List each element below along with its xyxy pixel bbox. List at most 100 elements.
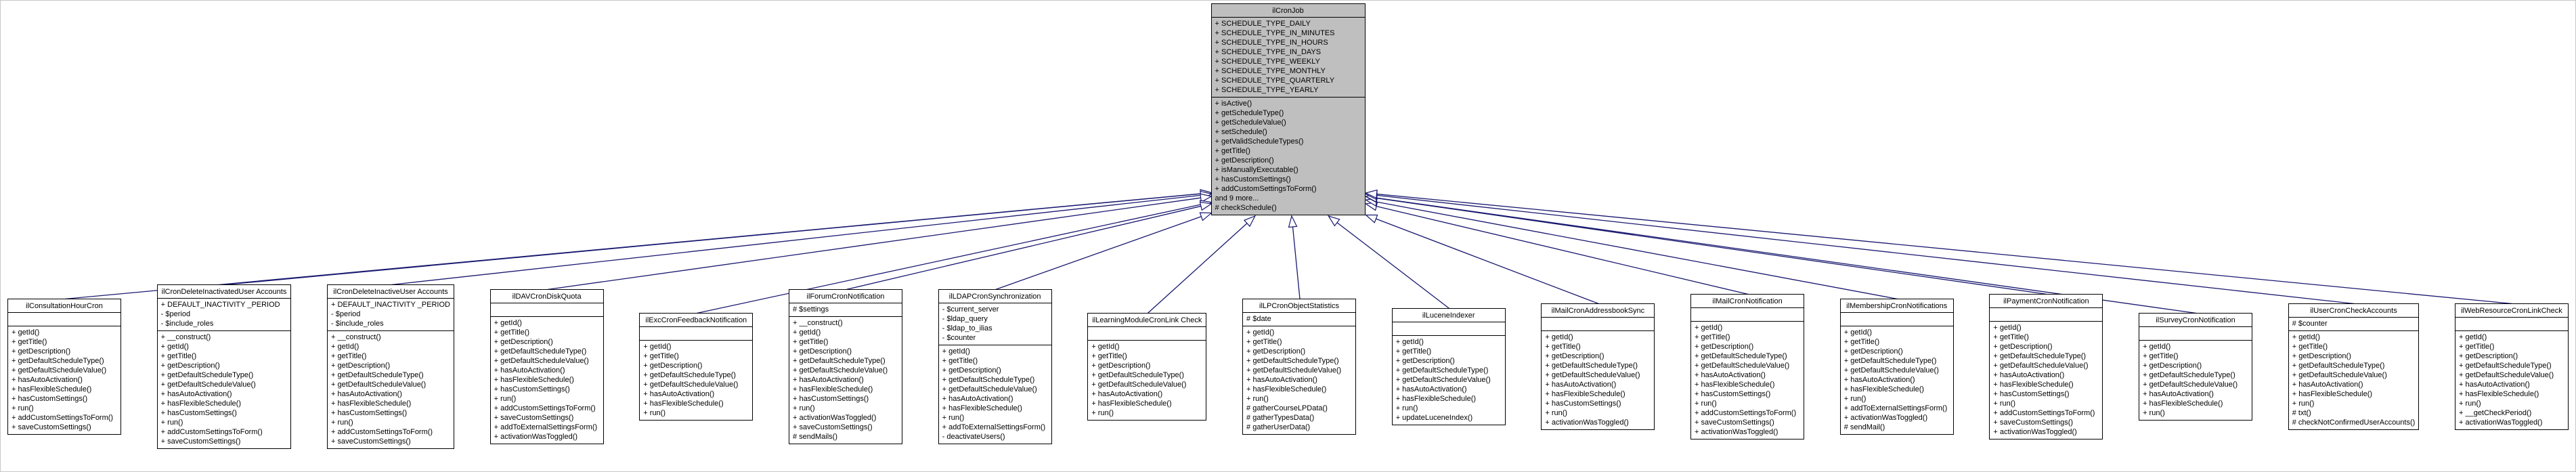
class-title: ilPaymentCronNotification: [1990, 295, 2103, 308]
class-methods-section: + getId()+ getTitle()+ getDescription()+…: [1542, 331, 1654, 429]
class-member: # sendMail(): [1843, 423, 1885, 431]
class-member: - $include_roles: [331, 319, 384, 328]
class-member: + getTitle(): [2458, 342, 2495, 351]
class-member: + hasCustomSettings(): [12, 394, 88, 403]
class-member: + __getCheckPeriod(): [2458, 408, 2532, 417]
class-member: + getDescription(): [331, 361, 391, 370]
class-member: + getDefaultScheduleType(): [1695, 351, 1787, 360]
class-member: + getTitle(): [942, 356, 978, 365]
class-member: + getId(): [1395, 337, 1424, 346]
class-member: + saveCustomSettings(): [160, 437, 241, 446]
derived-class-box: ilMailCronNotification + getId()+ getTit…: [1690, 293, 1805, 439]
class-title: ilMembershipCronNotifications: [1840, 299, 1953, 313]
class-member: + getTitle(): [2143, 351, 2179, 360]
derived-class-box: ilDAVCronDiskQuota + getId()+ getTitle()…: [489, 288, 604, 444]
class-member: + activationWasToggled(): [1843, 413, 1928, 422]
class-member: - $ldap_query: [942, 314, 988, 323]
derived-classes-row: ilConsultationHourCron + getId()+ getTit…: [1, 265, 2575, 468]
class-member: + getDescription(): [1695, 342, 1754, 351]
class-member: + addToExternalSettingsForm(): [942, 423, 1046, 431]
class-member: + run(): [494, 394, 517, 403]
class-member: + getTitle(): [12, 337, 47, 346]
class-member: + getDefaultScheduleType(): [643, 370, 736, 379]
class-member: - $ldap_to_ilias: [942, 324, 992, 332]
class-member: + getDefaultScheduleValue(): [1695, 361, 1790, 370]
class-member: + getDescription(): [1091, 361, 1151, 370]
class-attributes-section: # $settings: [789, 303, 902, 317]
class-member: # sendMails(): [792, 432, 837, 441]
class-methods-section: + getId()+ getTitle()+ getDescription()+…: [2139, 341, 2252, 420]
class-member: + activationWasToggled(): [494, 432, 578, 441]
class-member: + SCHEDULE_TYPE_IN_DAYS: [1215, 48, 1322, 56]
class-member: + hasAutoActivation(): [942, 394, 1013, 403]
class-member: + getDefaultScheduleValue(): [2143, 380, 2238, 389]
class-title: ilForumCronNotification: [789, 290, 902, 303]
class-member: # checkSchedule(): [1215, 204, 1277, 212]
class-member: + run(): [792, 404, 815, 412]
class-member: + saveCustomSettings(): [792, 423, 873, 431]
class-attributes-section: [1691, 308, 1804, 322]
class-member: + getTitle(): [1395, 347, 1432, 356]
class-member: # $counter: [2292, 319, 2328, 328]
class-attributes-section: # $counter: [2288, 318, 2419, 331]
class-attributes-section: + DEFAULT_INACTIVITY _PERIOD- $period- $…: [328, 299, 454, 331]
class-member: + getDefaultScheduleType(): [2143, 370, 2235, 379]
class-member: + getId(): [2458, 332, 2487, 341]
class-member: + getDescription(): [2292, 351, 2351, 360]
class-member: + saveCustomSettings(): [1993, 418, 2074, 427]
class-member: + getId(): [643, 342, 672, 351]
class-member: + run(): [2292, 399, 2315, 408]
derived-class-box: ilCronDeleteInactivatedUser Accounts + D…: [156, 284, 292, 449]
class-methods-section: + getId()+ getTitle()+ getDescription()+…: [939, 345, 1051, 444]
class-methods-section: + getId()+ getTitle()+ getDescription()+…: [2289, 331, 2419, 429]
class-member: + getTitle(): [1091, 351, 1127, 360]
class-member: + hasAutoActivation(): [1993, 370, 2065, 379]
class-member: + getDescription(): [1843, 347, 1903, 356]
class-member: + hasAutoActivation(): [2458, 380, 2530, 389]
class-title: ilLuceneIndexer: [1392, 309, 1505, 322]
class-member: - $counter: [942, 333, 976, 342]
class-member: + getDescription(): [2143, 361, 2202, 370]
class-member: + hasFlexibleSchedule(): [942, 404, 1022, 412]
class-member: + getDefaultScheduleType(): [331, 370, 424, 379]
class-member: + hasAutoActivation(): [1246, 375, 1317, 384]
class-member: + activationWasToggled(): [1993, 427, 2077, 436]
class-member: + SCHEDULE_TYPE_DAILY: [1215, 20, 1311, 28]
class-member: + getId(): [2143, 342, 2171, 351]
class-member: + run(): [331, 418, 353, 427]
class-member: + getId(): [331, 342, 359, 351]
class-member: + activationWasToggled(): [1695, 427, 1778, 436]
class-member: + setSchedule(): [1215, 128, 1267, 136]
class-member: + getDescription(): [160, 361, 220, 370]
class-member: + hasFlexibleSchedule(): [2458, 389, 2539, 398]
class-member: + getDescription(): [792, 347, 852, 356]
class-attributes-section: + SCHEDULE_TYPE_DAILY + SCHEDULE_TYPE_IN_…: [1211, 18, 1365, 98]
class-member: + getTitle(): [1215, 147, 1250, 155]
class-member: + saveCustomSettings(): [12, 423, 91, 431]
class-member: + getDescription(): [1993, 342, 2053, 351]
derived-class-box: ilUserCronCheckAccounts # $counter + get…: [2288, 303, 2420, 430]
class-member: + getDefaultScheduleType(): [1091, 370, 1184, 379]
class-member: + run(): [160, 418, 183, 427]
class-title: ilCronJob: [1211, 4, 1365, 18]
class-member: + updateLuceneIndex(): [1395, 413, 1473, 422]
class-member: - deactivateUsers(): [942, 432, 1005, 441]
class-member: + getDefaultScheduleType(): [494, 347, 587, 356]
class-member: + run(): [1545, 408, 1568, 417]
class-member: + addCustomSettingsToForm(): [1695, 408, 1797, 417]
class-member: + SCHEDULE_TYPE_QUARTERLY: [1215, 77, 1335, 85]
class-member: + addToExternalSettingsForm(): [1843, 404, 1948, 412]
class-member: + getScheduleType(): [1215, 109, 1284, 117]
class-title: ilCronDeleteInactivatedUser Accounts: [157, 285, 291, 299]
class-member: + getDescription(): [643, 361, 703, 370]
class-member: + getDescription(): [1395, 356, 1455, 365]
class-attributes-section: [490, 303, 603, 317]
derived-class-box: ilForumCronNotification # $settings + __…: [788, 288, 902, 444]
class-methods-section: + getId()+ getTitle()+ getDescription()+…: [1841, 326, 1953, 434]
class-member: + run(): [12, 404, 34, 412]
class-member: + addCustomSettingsToForm(): [160, 427, 263, 436]
class-member: + run(): [1091, 408, 1114, 417]
class-member: + getDefaultScheduleValue(): [12, 366, 107, 374]
class-attributes-section: # $date: [1243, 313, 1356, 326]
